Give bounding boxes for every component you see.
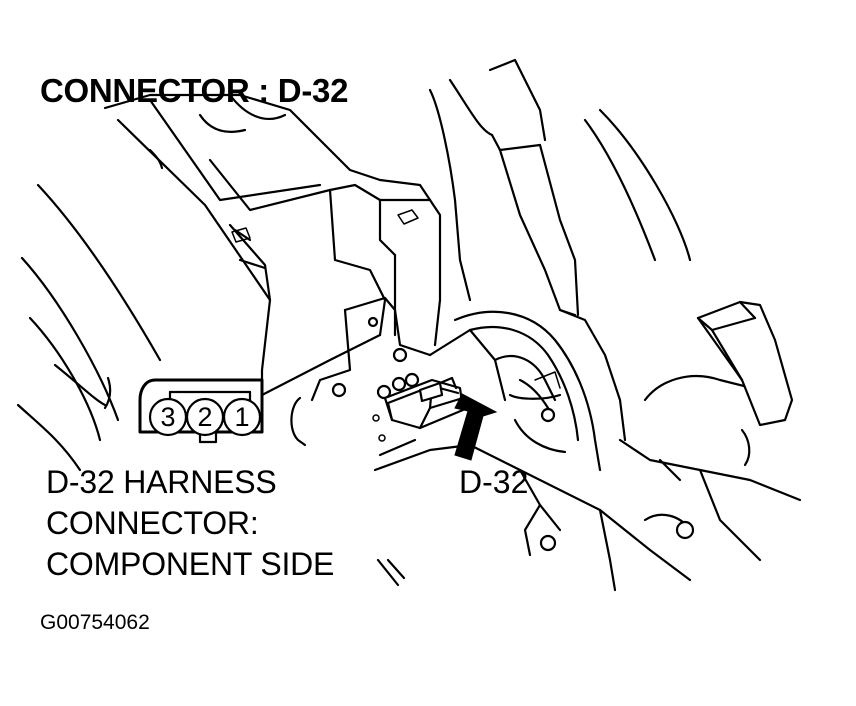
shift-housing <box>103 93 442 397</box>
harness-label-line-1: D-32 HARNESS <box>46 464 277 500</box>
decorative-hatch <box>103 376 406 587</box>
d32-connector-body <box>383 376 465 430</box>
connector-area-studs <box>372 372 444 442</box>
connector-pin-3: 3 <box>148 397 188 437</box>
pin-label-3: 3 <box>160 402 175 432</box>
harness-label-line-3: COMPONENT SIDE <box>46 546 335 582</box>
callout-arrow <box>454 393 498 461</box>
harness-connector-label: D-32 HARNESS CONNECTOR: COMPONENT SIDE <box>46 462 334 585</box>
figure-id: G00754062 <box>40 611 150 634</box>
harness-label-line-2: CONNECTOR: <box>46 505 259 541</box>
diagram-title: CONNECTOR : D-32 <box>40 72 349 109</box>
seat-belt-buckle <box>696 300 794 427</box>
pin-label-2: 2 <box>197 402 212 432</box>
pin-label-1: 1 <box>234 402 249 432</box>
brake-lever <box>428 58 692 442</box>
console-left-panel <box>16 183 162 472</box>
connector-callout-label: D-32 <box>459 464 529 500</box>
brake-boot <box>428 310 602 472</box>
floor-panel <box>373 375 802 592</box>
mounting-bracket <box>290 253 432 447</box>
connector-pin-1: 1 <box>222 397 262 437</box>
connector-pin-2: 2 <box>185 397 225 437</box>
